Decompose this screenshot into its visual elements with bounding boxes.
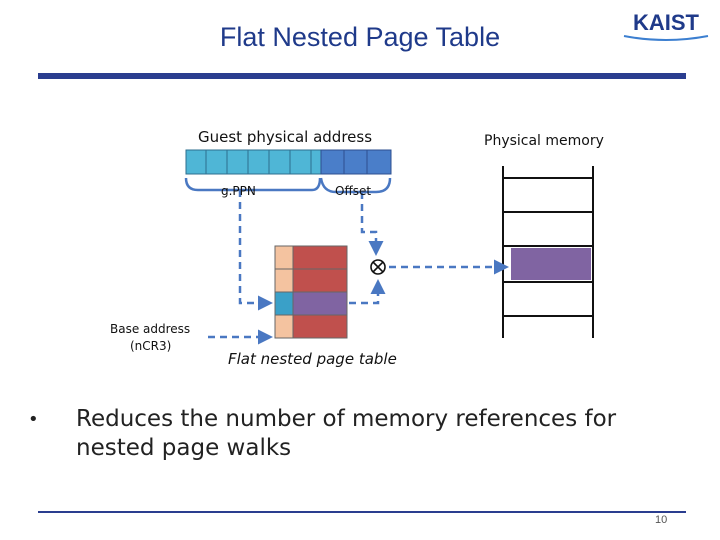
gppn-bit-cell (310, 149, 322, 175)
memory-frame-selected (511, 248, 591, 280)
base-address-register-label: (nCR3) (130, 339, 172, 353)
offset-arrow (360, 192, 384, 256)
guest-address-bar (185, 149, 392, 175)
offset-bit-cell (366, 149, 392, 175)
table-index-cell (274, 314, 294, 339)
gppn-index-arrow (238, 190, 273, 311)
table-entry (292, 268, 348, 293)
base-address-label: Base address (110, 322, 191, 336)
flat-nested-page-table-label: Flat nested page table (228, 350, 397, 368)
physical-memory (502, 166, 594, 338)
offset-brace (319, 177, 392, 194)
offset-bit-cell (343, 149, 368, 175)
entry-to-add-arrow (349, 279, 386, 305)
guest-physical-address-label: Guest physical address (198, 128, 373, 146)
gppn-bit-cell (247, 149, 270, 175)
gppn-label: g.PPN (221, 184, 256, 198)
flat-nested-page-table (274, 245, 348, 339)
footer-divider (38, 511, 686, 513)
logo-wordmark: KAIST (633, 10, 700, 35)
add-operator-icon (370, 259, 386, 275)
physical-memory-label: Physical memory (484, 133, 604, 149)
page-number: 10 (655, 514, 668, 526)
kaist-logo: KAIST (623, 10, 709, 41)
table-entry (292, 314, 348, 339)
offset-bit-cell (320, 149, 345, 175)
title-divider (38, 73, 686, 79)
bullet-marker: • (28, 409, 39, 430)
table-index-cell-selected (274, 291, 294, 316)
gppn-bit-cell (205, 149, 228, 175)
gppn-bit-cell (268, 149, 291, 175)
slide-title: Flat Nested Page Table (219, 22, 501, 52)
gppn-bit-cell (289, 149, 312, 175)
gppn-bit-cell (185, 149, 207, 175)
offset-label: Offset (335, 184, 372, 198)
table-entry (292, 245, 348, 270)
bullet-text: Reduces the number of memory references … (76, 406, 617, 461)
table-index-cell (274, 245, 294, 270)
gppn-brace (184, 177, 322, 192)
gppn-bit-cell (226, 149, 249, 175)
table-index-cell (274, 268, 294, 293)
table-entry-selected (292, 291, 348, 316)
